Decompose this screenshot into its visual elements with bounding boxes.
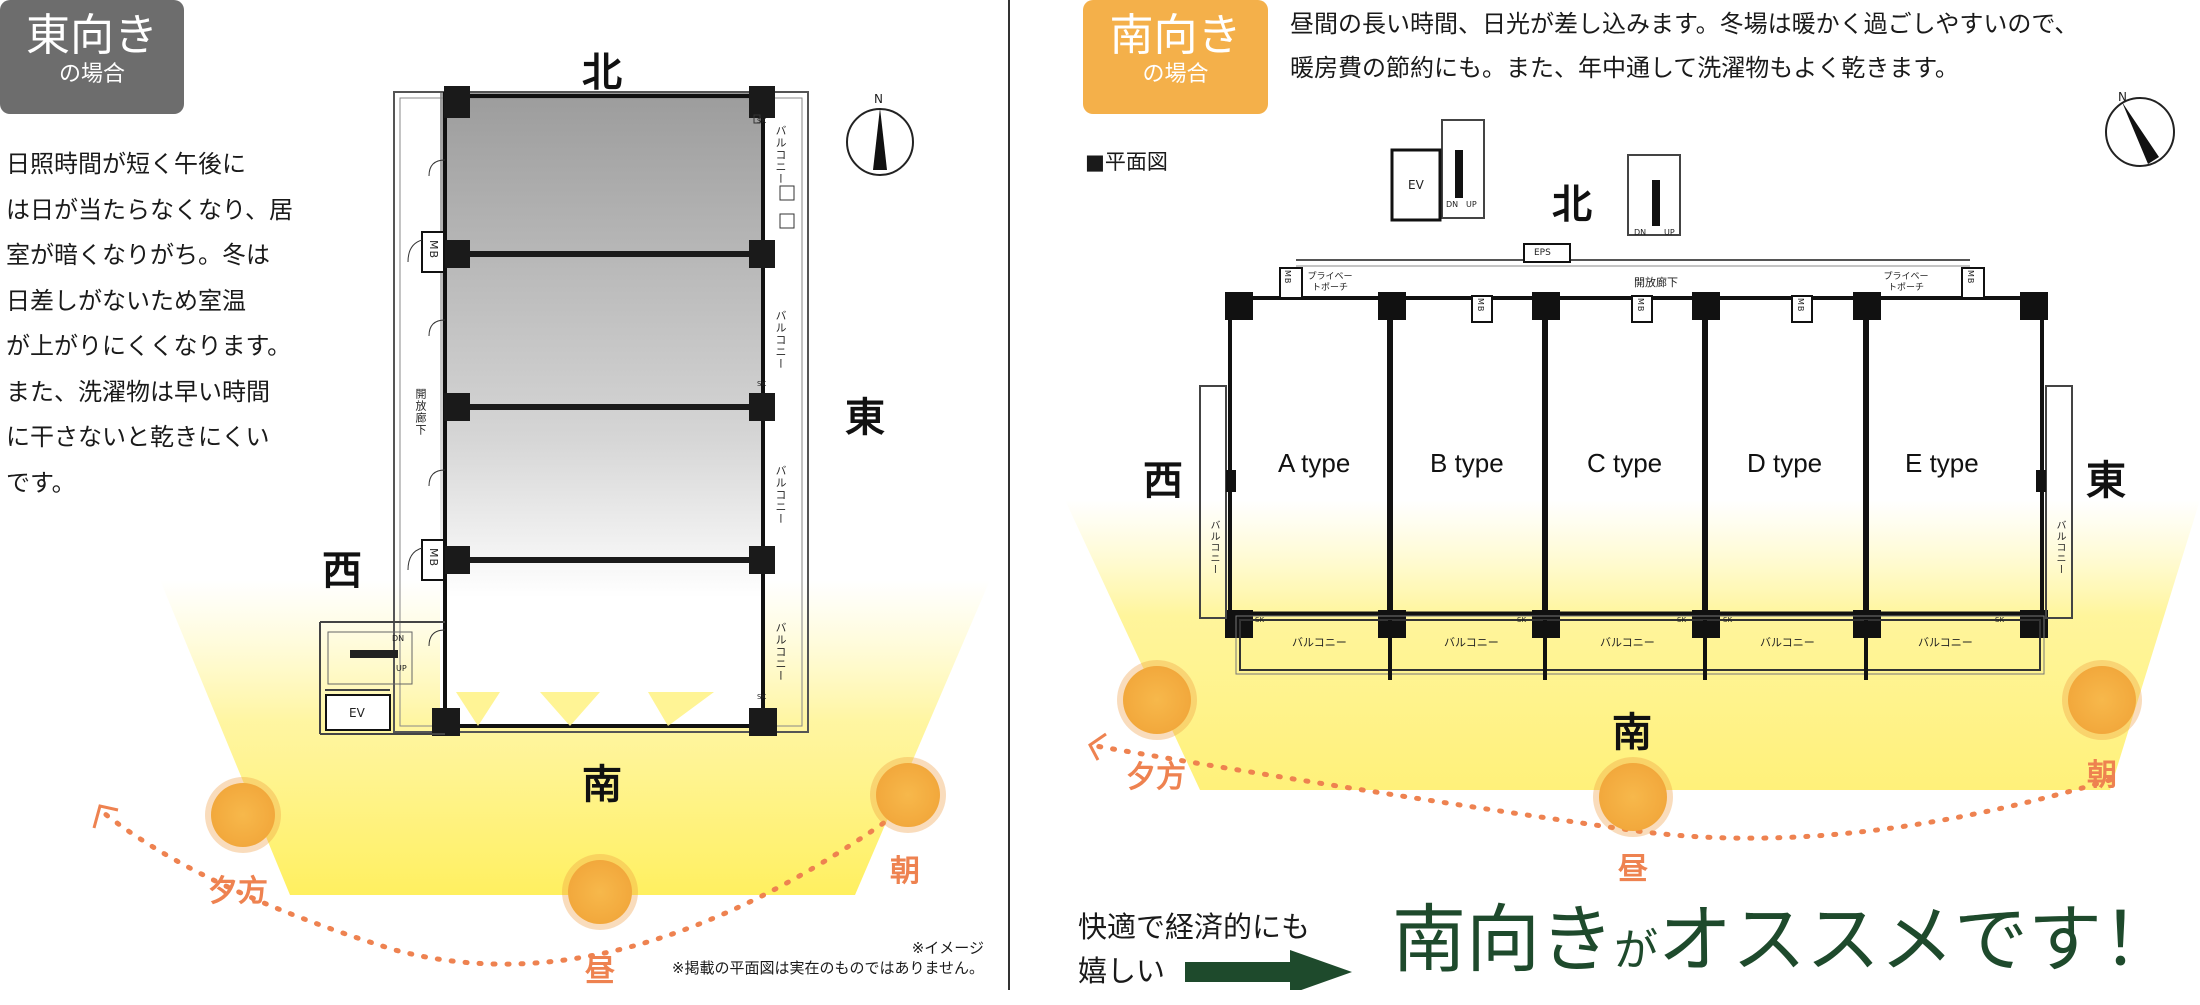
- compass-label-right: N: [2118, 90, 2127, 104]
- unit-label-b: B type: [1430, 448, 1504, 478]
- sk-label-right-4: SK: [1723, 616, 1733, 624]
- porch-label-right-2: プライベートポーチ: [1883, 272, 1929, 293]
- dn-label-right-1: DN: [1446, 200, 1459, 209]
- direction-west-left: 西: [322, 548, 362, 594]
- panel-divider: [1008, 0, 1010, 990]
- balcony-label-left-2: バルコニー: [774, 310, 787, 370]
- south-facing-description: 昼間の長い時間、日光が差し込みます。冬場は暖かく過ごしやすいので、 暖房費の節約…: [1290, 10, 2079, 82]
- sun-icon-right-morning: [2062, 660, 2142, 740]
- mb-label-right-1: MB: [1283, 270, 1292, 285]
- mb-label-left-1: MB: [427, 240, 440, 260]
- sun-icon-left-evening: [205, 777, 281, 853]
- sun-icon-right-evening: [1117, 660, 1197, 740]
- plan-title: ■平面図: [1085, 150, 1168, 174]
- sun-label-left-morning: 朝: [890, 854, 920, 889]
- sun-label-right-evening: 夕方: [1126, 760, 1186, 795]
- unit-label-e: E type: [1905, 448, 1979, 478]
- balcony-label-right-west: バルコニー: [1208, 520, 1219, 575]
- sun-path-left: [97, 807, 898, 967]
- eps-label: EPS: [1534, 248, 1551, 258]
- mb-label-left-2: MB: [427, 548, 440, 568]
- ev-label-right: EV: [1408, 178, 1424, 192]
- ev-label-left: EV: [349, 706, 365, 720]
- balcony-label-left-4: バルコニー: [774, 622, 787, 682]
- dn-label-right-2: DN: [1634, 228, 1647, 237]
- sk-label-left-2: SK: [757, 380, 767, 388]
- footer-headline-part-a: 南向き: [1392, 897, 1614, 983]
- footer-headline-part-b: が: [1614, 925, 1658, 976]
- sun-icon-right-noon: [1593, 757, 1673, 837]
- sk-label-right-3: SK: [1677, 616, 1687, 624]
- sun-icon-left-morning: [870, 757, 946, 833]
- footer-arrow: [1185, 950, 1352, 990]
- sun-label-left-noon: 昼: [585, 954, 615, 989]
- floor-plan-south-facing: [1199, 119, 2073, 680]
- compass-left: [846, 108, 914, 176]
- sun-label-right-noon: 昼: [1618, 852, 1648, 887]
- corridor-label-left: 開放廊下: [414, 388, 427, 436]
- unit-label-d: D type: [1747, 448, 1823, 478]
- sun-label-left-evening: 夕方: [208, 874, 268, 909]
- south-facing-badge: 南向き の場合: [1083, 0, 1268, 114]
- footer-small-text: 快適で経済的にも 嬉しい: [1078, 910, 1311, 988]
- direction-east-right: 東: [2086, 458, 2126, 504]
- up-label-left: UP: [396, 664, 407, 673]
- balcony-label-right-east: バルコニー: [2054, 520, 2065, 575]
- sk-label-right-5: SK: [1995, 616, 2005, 624]
- direction-north-right: 北: [1552, 182, 1592, 228]
- sun-path-right: [1087, 742, 2113, 841]
- east-facing-description: 日照時間が短く午後に は日が当たらなくなり、居 室が暗くなりがち。冬は 日差しが…: [6, 150, 294, 497]
- balcony-label-left-1: バルコニー: [774, 125, 787, 185]
- sk-label-right-1: SK: [1255, 616, 1265, 624]
- up-label-right-2: UP: [1664, 228, 1675, 237]
- sk-label-left-3: SK: [757, 693, 767, 701]
- dn-label-left: DN: [392, 634, 405, 643]
- sun-label-right-morning: 朝: [2087, 758, 2117, 793]
- balcony-label-right-e: バルコニー: [1918, 636, 1973, 649]
- unit-label-c: C type: [1587, 448, 1663, 478]
- compass-label-left: N: [874, 92, 883, 106]
- mb-label-right-3: MB: [1636, 298, 1645, 313]
- direction-south-right: 南: [1612, 710, 1652, 756]
- sunlight-beam-left: [160, 580, 990, 895]
- east-facing-badge: 東向き の場合: [0, 0, 184, 114]
- balcony-label-right-d: バルコニー: [1760, 636, 1815, 649]
- footer-headline: 南向きがオススメです！: [1392, 895, 2176, 1005]
- compass-right: [2105, 97, 2175, 167]
- sk-label-right-2: SK: [1517, 616, 1527, 624]
- mb-label-right-5: MB: [1966, 270, 1975, 285]
- mb-label-right-2: MB: [1476, 298, 1485, 313]
- balcony-label-right-c: バルコニー: [1600, 636, 1655, 649]
- balcony-label-right-a: バルコニー: [1292, 636, 1347, 649]
- mb-label-right-4: MB: [1796, 298, 1805, 313]
- sunlight-beam-right: [1065, 500, 2200, 790]
- sun-icon-left-noon: [562, 854, 638, 930]
- direction-south-left: 南: [582, 762, 622, 808]
- unit-label-a: A type: [1278, 448, 1351, 478]
- direction-west-right: 西: [1143, 458, 1183, 504]
- image-notes: ※イメージ ※掲載の平面図は実在のものではありません。: [671, 939, 984, 977]
- porch-label-right-1: プライベートポーチ: [1307, 272, 1353, 293]
- direction-north-left: 北: [582, 50, 622, 96]
- balcony-label-right-b: バルコニー: [1444, 636, 1499, 649]
- up-label-right-1: UP: [1466, 200, 1477, 209]
- floor-plan-east-facing: [319, 86, 809, 736]
- corridor-label-right: 開放廊下: [1634, 276, 1678, 289]
- sk-label-left-1: SK: [757, 117, 767, 125]
- footer-headline-part-c: オススメです！: [1658, 897, 2176, 983]
- balcony-label-left-3: バルコニー: [774, 465, 787, 525]
- direction-east-left: 東: [845, 395, 885, 441]
